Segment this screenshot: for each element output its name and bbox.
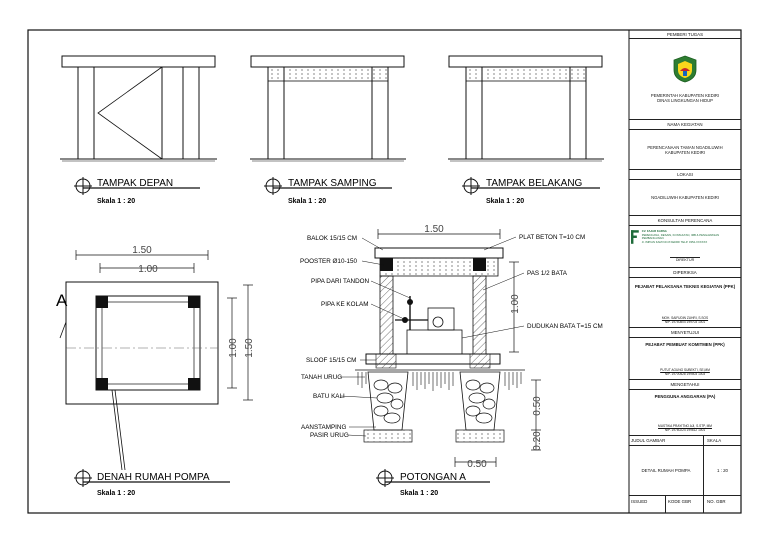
- sheet-border: [27, 29, 742, 514]
- tb-judul-value: DETAIL RUMAH POMPA: [629, 446, 704, 496]
- section-a: 1.50 1.00 0.50 0.50 0.20 BALOK 15/15 CM …: [300, 224, 603, 470]
- floor-plan-title: DENAH RUMAH POMPA Skala 1 : 20: [74, 469, 230, 497]
- section-dim-top: 1.50: [424, 224, 444, 235]
- tb-instansi2: DINAS LINGKUNGAN HIDUP: [657, 98, 713, 103]
- label-pasir: PASIR URUG: [310, 432, 349, 439]
- side-view-scale: Skala 1 : 20: [288, 198, 326, 205]
- floor-plan-title-text: DENAH RUMAH POMPA: [97, 472, 210, 483]
- label-plat: PLAT BETON T=10 CM: [519, 234, 585, 241]
- tb-no-gbr: NO. GBR: [707, 499, 726, 504]
- label-dudukan: DUDUKAN BATA T=15 CM: [527, 323, 603, 330]
- back-view-scale: Skala 1 : 20: [486, 198, 524, 205]
- tb-direktur: DIREKTUR: [669, 257, 701, 263]
- tb-pptk: PEJABAT PELAKSANA TEKNIS KEGIATAN (PPK) …: [629, 278, 741, 328]
- tb-konsultan-header: KONSULTAN PERENCANA: [629, 216, 741, 226]
- section-mark-a: A: [56, 291, 68, 310]
- tb-instansi1: PEMERINTAH KABUPATEN KEDIRI: [650, 93, 720, 98]
- tb-nama-kegiatan-header: NAMA KEGIATAN: [629, 120, 741, 130]
- side-view-title-text: TAMPAK SAMPING: [288, 178, 377, 189]
- tb-pemberi-tugas-header: PEMBERI TUGAS: [629, 30, 741, 39]
- tb-judul-header: JUDUL GAMBAR: [629, 436, 704, 446]
- back-view: [448, 55, 604, 162]
- section-a-scale: Skala 1 : 20: [400, 490, 438, 497]
- tb-drawing-info: JUDUL GAMBAR SKALA DETAIL RUMAH POMPA 1 …: [629, 436, 741, 513]
- section-dim-footing-h2: 0.20: [532, 431, 543, 451]
- label-tanah: TANAH URUG: [301, 374, 342, 381]
- floor-plan: A 1.50 1.00 1.50 1.00: [56, 245, 255, 471]
- tb-lokasi-header: LOKASI: [629, 170, 741, 180]
- tb-skala-value: 1 : 20: [704, 446, 741, 496]
- section-a-title: POTONGAN A Skala 1 : 20: [376, 469, 490, 497]
- label-sloof: SLOOF 15/15 CM: [306, 357, 356, 364]
- tb-lokasi: NGADILUWIH KABUPATEN KEDIRI: [629, 180, 741, 216]
- label-batu: BATU KALI: [313, 393, 345, 400]
- back-view-title-text: TAMPAK BELAKANG: [486, 178, 583, 189]
- floor-plan-scale: Skala 1 : 20: [97, 490, 135, 497]
- tb-ppk: PEJABAT PEMBUAT KOMITMEN (PPK) PUTUT AGU…: [629, 338, 741, 380]
- section-dim-footing-h1: 0.50: [532, 396, 543, 416]
- front-view-title: TAMPAK DEPAN Skala 1 : 20: [74, 177, 200, 205]
- side-view: [250, 55, 406, 162]
- plan-dim-outer: 1.50: [132, 245, 152, 256]
- tb-mengetahui-header: MENGETAHUI: [629, 380, 741, 390]
- section-a-title-text: POTONGAN A: [400, 472, 466, 483]
- tb-pa: PENGGUNA ANGGARAN (PA) MUSTIKA PRAYITNO …: [629, 390, 741, 436]
- consultant-logo-icon: [631, 230, 639, 244]
- section-dim-footing-w: 0.50: [467, 459, 487, 470]
- plan-dim-outer-v: 1.50: [244, 338, 255, 358]
- label-balok: BALOK 15/15 CM: [307, 235, 357, 242]
- front-view: [60, 55, 217, 162]
- back-view-title: TAMPAK BELAKANG Skala 1 : 20: [462, 177, 600, 205]
- front-view-title-text: TAMPAK DEPAN: [97, 178, 173, 189]
- label-aanstamping: AANSTAMPING: [301, 424, 346, 431]
- tb-kode-gbr: KODE GBR: [666, 496, 704, 513]
- label-pipa-kolam: PIPA KE KOLAM: [321, 301, 368, 308]
- tb-skala-header: SKALA: [704, 436, 741, 446]
- label-pooster: POOSTER Ø10-150: [300, 258, 358, 265]
- tb-kegiatan: PERENCANAAN TAMAN NGADILUWIH KABUPATEN K…: [629, 130, 741, 170]
- tb-issued: ISSUED: [629, 496, 666, 513]
- side-view-title: TAMPAK SAMPING Skala 1 : 20: [264, 177, 392, 205]
- front-view-scale: Skala 1 : 20: [97, 198, 135, 205]
- title-block: PEMBERI TUGAS PEMERINTAH KABUPATEN KEDIR…: [629, 30, 741, 513]
- tb-diperiksa-header: DIPERIKSA: [629, 268, 741, 278]
- label-pipa-tandon: PIPA DARI TANDON: [311, 278, 370, 285]
- tb-konsultan: CV. FAJAR KARSA PERENCANA, DESAIN, KONSU…: [629, 226, 741, 268]
- tb-client: PEMERINTAH KABUPATEN KEDIRI DINAS LINGKU…: [629, 39, 741, 120]
- label-pas: PAS 1/2 BATA: [527, 270, 568, 277]
- plan-dim-inner: 1.00: [138, 264, 158, 275]
- kediri-emblem-icon: [673, 55, 697, 83]
- plan-dim-inner-v: 1.00: [228, 338, 239, 358]
- section-dim-height: 1.00: [510, 294, 521, 314]
- tb-menyetujui-header: MENYETUJUI: [629, 328, 741, 338]
